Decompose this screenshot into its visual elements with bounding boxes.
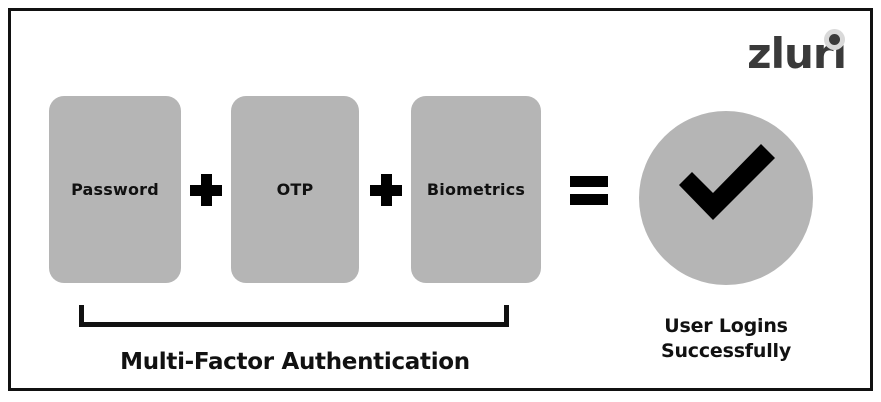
bracket-tick-left [79,305,84,327]
factor-box-biometrics: Biometrics [411,96,541,283]
check-mark-icon [679,144,775,220]
equals-bar-bottom [570,194,608,205]
plus-operator-icon-2 [370,174,402,206]
factor-label-otp: OTP [276,180,314,199]
plus-operator-icon-1 [190,174,222,206]
zluri-logo-dot-core [829,34,840,45]
factor-label-biometrics: Biometrics [426,180,526,199]
equals-bar-top [570,176,608,187]
zluri-logo-dot-icon [824,29,845,50]
diagram-frame: zluri Password OTP Biometrics [8,8,873,391]
equals-operator-icon [570,174,608,206]
factor-box-password: Password [49,96,181,283]
bracket-horizontal-line [79,322,509,327]
factor-label-password: Password [71,180,159,199]
zluri-logo: zluri [747,29,847,75]
bracket-tick-right [504,305,509,327]
success-caption-line-1: User Logins [664,315,788,337]
mfa-caption: Multi-Factor Authentication [120,349,470,375]
success-caption-line-2: Successfully [660,340,792,362]
grouping-bracket [79,305,509,327]
factor-box-otp: OTP [231,96,359,283]
success-caption: User Logins Successfully [631,314,821,364]
